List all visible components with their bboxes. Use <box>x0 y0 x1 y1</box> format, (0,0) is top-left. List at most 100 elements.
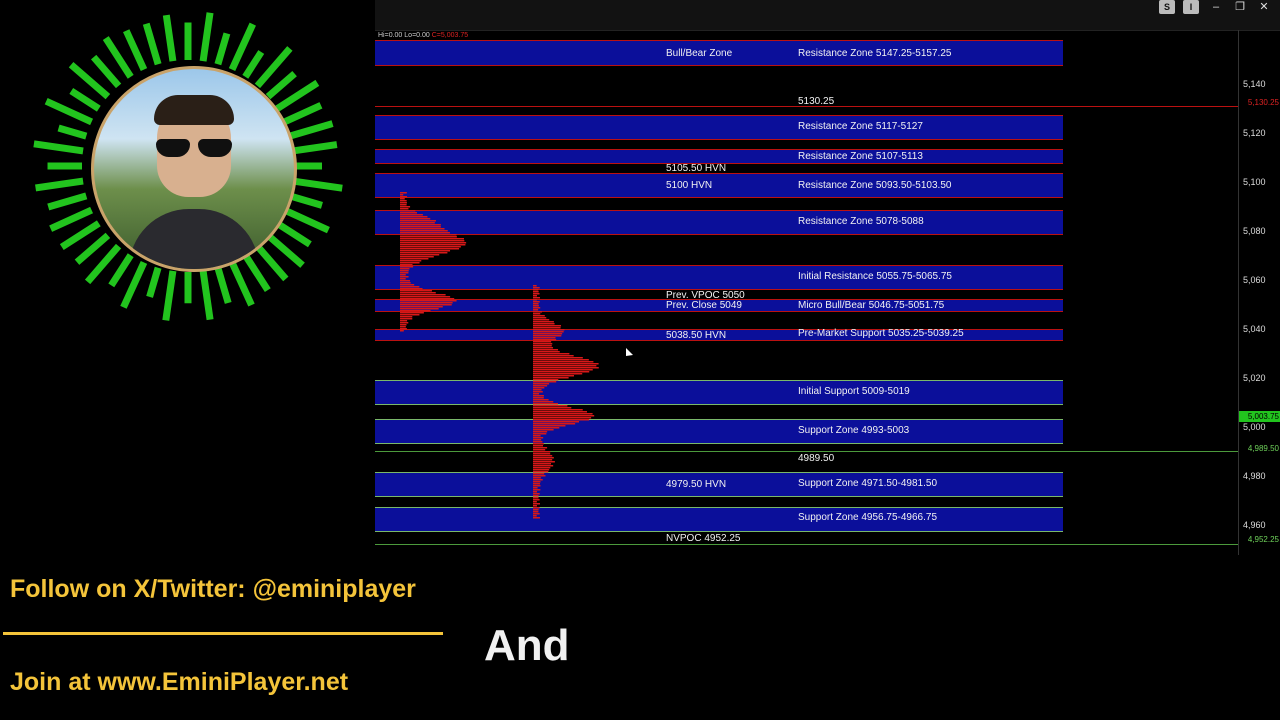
visualizer-bar <box>49 206 94 232</box>
zone-label-right: Resistance Zone 5107-5113 <box>798 151 923 162</box>
price-axis[interactable]: 5,140 5,120 5,100 5,080 5,060 5,040 5,02… <box>1238 30 1280 555</box>
volume-bar <box>533 399 549 401</box>
visualizer-bar <box>265 232 305 268</box>
volume-bar <box>400 248 460 250</box>
visualizer-bar <box>142 22 162 66</box>
visualizer-bar <box>282 102 323 126</box>
volume-bar <box>533 437 544 439</box>
visualizer-bar <box>254 46 293 89</box>
price-chart-plot[interactable]: Bull/Bear Zone Resistance Zone 5147.25-5… <box>375 30 1238 555</box>
visualizer-bar <box>102 36 134 79</box>
price-tick: 5,020 <box>1243 373 1266 383</box>
volume-bar <box>533 433 547 435</box>
volume-bar <box>400 278 406 280</box>
volume-bar <box>533 505 537 507</box>
volume-bar <box>400 266 414 268</box>
visualizer-bar <box>33 140 84 155</box>
volume-bar <box>533 511 539 513</box>
volume-bar <box>400 314 420 316</box>
volume-bar <box>533 409 583 411</box>
visualizer-bar <box>84 243 122 285</box>
volume-bar <box>533 483 541 485</box>
volume-bar <box>400 324 407 326</box>
price-tag-4989: 4,989.50 <box>1247 444 1279 453</box>
volume-bar <box>400 254 440 256</box>
volume-bar <box>533 345 552 347</box>
volume-bar <box>533 439 542 441</box>
volume-bar <box>533 329 565 331</box>
volume-bar <box>400 286 420 288</box>
volume-bar <box>400 302 453 304</box>
visualizer-bar <box>265 70 297 100</box>
visualizer-bar <box>292 177 343 192</box>
volume-bar <box>533 425 566 427</box>
hi-value: Hi=0.00 <box>378 32 403 39</box>
s-badge-button[interactable]: S <box>1159 0 1175 14</box>
volume-bar <box>400 210 416 212</box>
volume-bar <box>533 309 539 311</box>
volume-bar <box>533 435 541 437</box>
volume-bar <box>533 467 551 469</box>
volume-bar <box>400 200 407 202</box>
volume-bar <box>400 252 448 254</box>
volume-bar <box>533 355 574 357</box>
volume-bar <box>400 326 406 328</box>
volume-bar <box>533 479 543 481</box>
volume-bar <box>533 373 583 375</box>
volume-bar <box>533 465 554 467</box>
visualizer-bar <box>162 270 177 321</box>
volume-bar <box>533 475 546 477</box>
volume-bar <box>533 359 589 361</box>
visualizer-bar <box>292 141 338 155</box>
volume-bar <box>533 413 593 415</box>
restore-button[interactable]: ❐ <box>1235 1 1245 13</box>
volume-bar <box>533 289 539 291</box>
volume-bar <box>400 320 408 322</box>
chart-window: S I – ❐ ✕ Hi=0.00 Lo=0.00 C=5,003.75 <box>375 0 1280 555</box>
price-tick: 5,060 <box>1243 275 1266 285</box>
zone-support-4956 <box>375 507 1063 532</box>
volume-bar <box>533 457 554 459</box>
price-tick: 4,960 <box>1243 520 1266 530</box>
volume-bar <box>533 473 545 475</box>
visualizer-bar <box>47 192 88 211</box>
volume-bar <box>533 347 554 349</box>
volume-bar <box>533 397 544 399</box>
volume-bar <box>400 296 451 298</box>
volume-bar <box>400 196 408 198</box>
volume-bar <box>533 509 539 511</box>
volume-bar <box>533 291 539 293</box>
last-price-tag: 5,003.75 <box>1239 411 1280 422</box>
volume-bar <box>533 391 543 393</box>
volume-bar <box>533 317 547 319</box>
audio-visualizer-ring <box>33 12 343 321</box>
volume-bar <box>533 313 541 315</box>
i-badge-button[interactable]: I <box>1183 0 1199 14</box>
close-button[interactable]: ✕ <box>1259 1 1269 13</box>
volume-bar <box>400 234 457 236</box>
minimize-button[interactable]: – <box>1212 1 1220 13</box>
volume-bar <box>400 330 404 332</box>
volume-bar <box>400 294 446 296</box>
volume-bar <box>400 282 411 284</box>
zone-label-left: Bull/Bear Zone <box>666 48 733 59</box>
volume-bar <box>533 389 542 391</box>
visualizer-bar <box>254 243 289 282</box>
zone-label-right: Support Zone 4971.50-4981.50 <box>798 478 937 489</box>
volume-bar <box>400 276 409 278</box>
volume-bar <box>533 489 541 491</box>
volume-bar <box>400 280 411 282</box>
volume-bar <box>400 226 441 228</box>
sunglasses-icon <box>154 139 234 157</box>
volume-bar <box>533 485 541 487</box>
volume-bar <box>533 325 562 327</box>
ohlc-readout: Hi=0.00 Lo=0.00 C=5,003.75 <box>378 32 468 39</box>
zone-bull-bear <box>375 40 1063 66</box>
volume-bar <box>533 441 543 443</box>
zone-label-left: Prev. Close 5049 <box>666 300 742 311</box>
volume-bar <box>400 262 420 264</box>
level-line-5130 <box>375 106 1238 107</box>
volume-bar <box>400 216 428 218</box>
volume-bar <box>533 461 555 463</box>
zone-label-right: Support Zone 4956.75-4966.75 <box>798 512 937 523</box>
